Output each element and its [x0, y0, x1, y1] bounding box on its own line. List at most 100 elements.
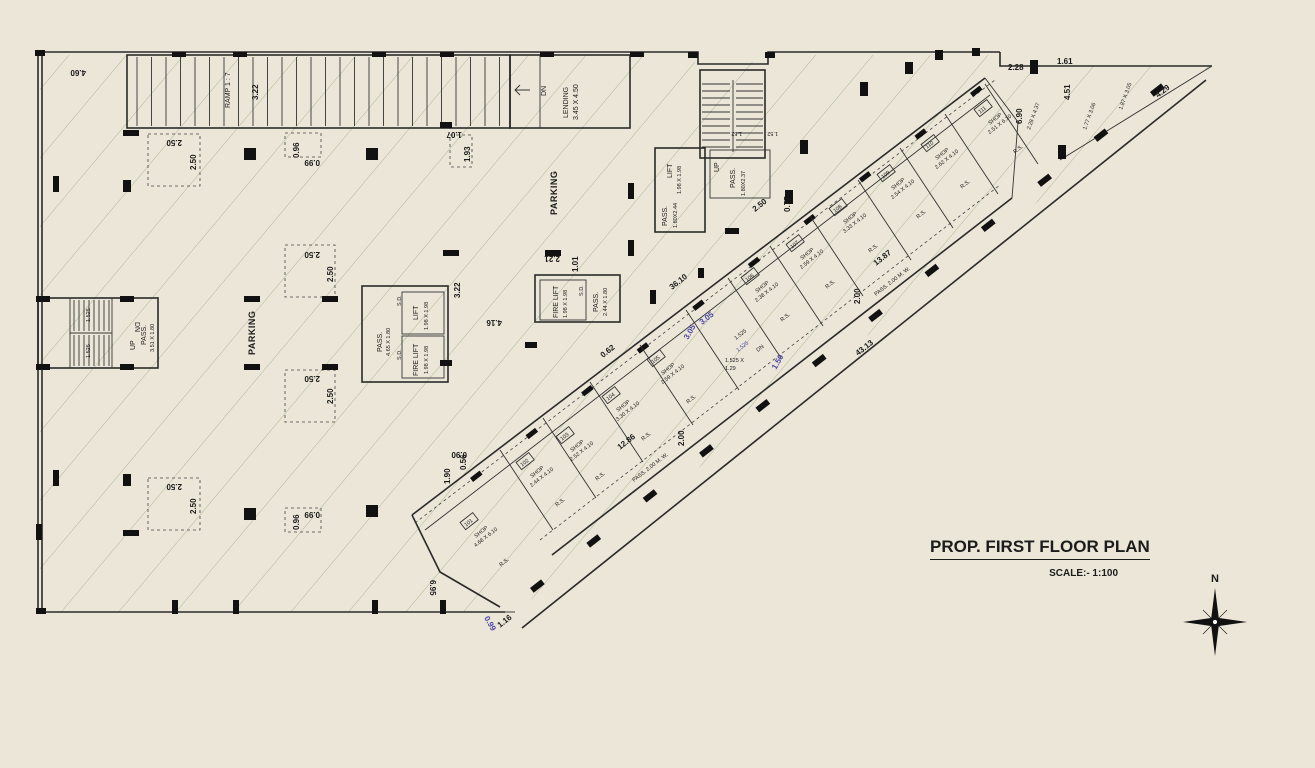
central-core [361, 274, 621, 383]
shop-rs: R.S. [641, 431, 653, 443]
shop-number: 109 [881, 170, 892, 180]
dim-096-b: 0.96 [292, 514, 301, 530]
dim-077: 0.77 [783, 196, 792, 212]
dim-250-b: 2.50 [189, 154, 198, 170]
fire-lift1-label: FIRE LIFT [413, 343, 420, 376]
fire-lift2-size: 1.98 X 1.98 [563, 290, 569, 318]
dim-101: 1.01 [571, 256, 580, 272]
shop-rs: R.S. [1013, 144, 1025, 156]
shop-number: 101 [464, 518, 475, 528]
lending-size: 3.45 X 4.50 [573, 84, 580, 120]
ramp-label: RAMP 1 : 7 [225, 72, 232, 108]
dim-200-a: 2.00 [853, 288, 862, 304]
shop-rs: R.S. [499, 557, 511, 569]
pass-fire-size: 2.44 X 1.80 [603, 288, 609, 316]
top-stair-core [654, 69, 771, 233]
small-stair-size2: 1.29 [725, 366, 736, 372]
dim-161: 1.61 [1057, 57, 1073, 66]
sd-3: S.D. [579, 285, 585, 296]
shop-rs: R.S. [916, 209, 928, 221]
dim-416: 4.16 [486, 318, 502, 327]
title-block: PROP. FIRST FLOOR PLAN SCALE:- 1:100 [930, 537, 1190, 579]
lift1-size: 1.98 X 1.98 [424, 302, 430, 330]
shop-partitions [499, 83, 1039, 531]
shop-rs: R.S. [595, 471, 607, 483]
shop-rs: R.S. [555, 497, 567, 509]
pass-core-label: PASS. [377, 332, 384, 352]
shop-rs: R.S. [780, 312, 792, 324]
dim-690: 6.90 [1015, 108, 1024, 124]
dim-107: 1.07 [446, 130, 462, 139]
dim-250-a: 2.50 [166, 138, 182, 147]
lending-label: LENDING [563, 87, 570, 118]
shop-number: 102 [520, 458, 531, 468]
sd-2: S.D. [397, 349, 403, 360]
parking-hatch [40, 55, 1212, 612]
building-outline [37, 51, 1213, 629]
north-arrow-icon: N [1183, 573, 1247, 656]
dim-200-b: 2.00 [677, 430, 686, 446]
dim-stair-2: 1.52 [767, 130, 778, 136]
sd-1: S.D. [397, 295, 403, 306]
dim-099-a: 0.99 [304, 158, 320, 167]
dim-250-g: 2.50 [166, 482, 182, 491]
dim-322-b: 3.22 [453, 282, 462, 298]
shop-number: 104 [606, 392, 617, 402]
left-stair-up: UP [130, 340, 137, 350]
lift2-size: 1.98 X 1.98 [677, 166, 683, 194]
dim-228: 2.28 [1008, 63, 1024, 72]
dim-250-f: 2.50 [326, 388, 335, 404]
dim-250-d: 2.50 [326, 266, 335, 282]
small-stair-size: 1.525 X [725, 358, 744, 364]
dim-221: 2.21 [544, 254, 560, 263]
shop-rs: R.S. [686, 394, 698, 406]
shop-number: 106 [745, 273, 756, 283]
dim-451: 4.51 [1063, 84, 1072, 100]
dim-460: 4.60 [70, 68, 86, 77]
left-stair-core [37, 297, 159, 369]
shop-number: 105 [651, 355, 662, 365]
dim-ramp-width: 3.22 [251, 84, 260, 100]
dim-116: 1.16 [496, 613, 514, 630]
small-stair-dn: DN [756, 344, 766, 354]
shop-rs: R.S. [960, 179, 972, 191]
dim-193: 1.93 [463, 146, 472, 162]
pass-top2-size: 1.80X2.37 [741, 171, 747, 196]
left-pass-size: 3.51 X 1.80 [150, 324, 156, 352]
left-pass-label: PASS. [141, 325, 148, 345]
dim-056: 0.56 [459, 454, 468, 470]
north-letter: N [1211, 573, 1219, 585]
ramp [126, 54, 631, 129]
dim-096-a: 0.96 [292, 142, 301, 158]
pass-top1-label: PASS. [662, 206, 669, 226]
parking-label-main: PARKING [549, 171, 559, 215]
fire-lift2-label: FIRE LIFT [553, 285, 560, 318]
lift1-label: LIFT [413, 305, 420, 320]
dim-left-stair-1: 1.525 [86, 308, 92, 322]
shop-rs: R.S. [868, 243, 880, 255]
ramp-dn-label: DN [541, 86, 548, 96]
left-stair-dn: DN [133, 322, 140, 332]
lift2-label: LIFT [667, 163, 674, 178]
shop-number: 107 [790, 240, 801, 250]
dim-695: 6.95 [428, 580, 437, 596]
pass-fire-label: PASS. [593, 292, 600, 312]
pass-top1-size: 1.80X2.44 [673, 203, 679, 228]
shop-number: 111 [978, 105, 988, 115]
parking-label-left: PARKING [247, 311, 257, 355]
shop-number: 103 [560, 432, 571, 442]
pass-top2-label: PASS. [730, 168, 737, 188]
dim-250-c: 2.50 [304, 250, 320, 259]
dim-190: 1.90 [443, 468, 452, 484]
shop-rs: R.S. [825, 279, 837, 291]
dim-250-h: 2.50 [189, 498, 198, 514]
pass-core-size: 4.65 X 1.80 [386, 328, 392, 356]
dim-090: 0.90 [451, 450, 467, 459]
fire-lift1-size: 1.98 X 1.98 [424, 346, 430, 374]
dashed-boxes [147, 132, 473, 533]
shop-number: 110 [925, 140, 936, 150]
dim-099-b: 0.99 [304, 510, 320, 519]
structural-columns [35, 48, 1165, 614]
dim-stair-1: 1.52 [731, 130, 742, 136]
